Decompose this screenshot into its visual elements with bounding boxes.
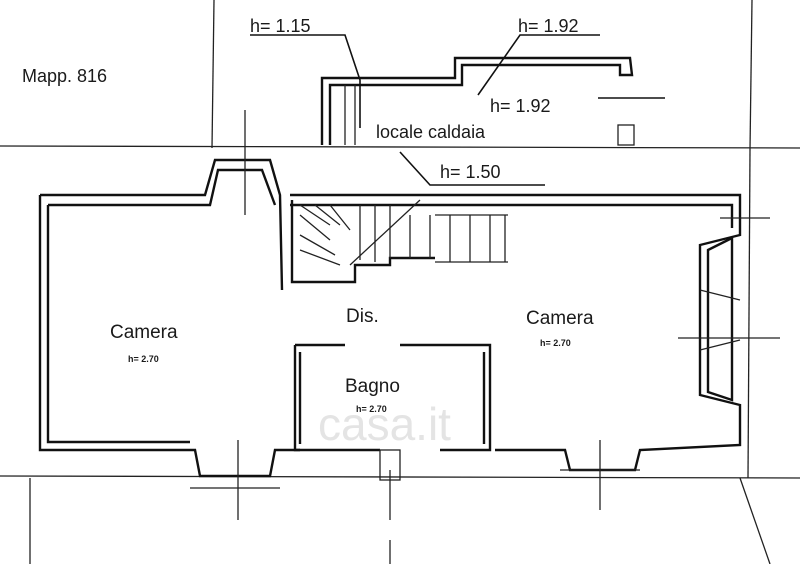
house-walls	[38, 158, 742, 478]
watermark: casa.it	[318, 398, 451, 450]
height-leaders	[250, 34, 600, 186]
height-label-2: h= 1.92	[518, 16, 579, 36]
window-axes	[190, 110, 780, 520]
boiler-room-label: locale caldaia	[376, 122, 486, 142]
height-label-4: h= 1.50	[440, 162, 501, 182]
room-label-dis: Dis.	[346, 306, 379, 327]
room-height-bagno: h= 2.70	[356, 404, 387, 414]
staircase	[290, 199, 508, 284]
height-label-3: h= 1.92	[490, 96, 551, 116]
room-label-camera-left: Camera	[110, 322, 178, 343]
room-height-camera-right: h= 2.70	[540, 338, 571, 348]
height-label-1: h= 1.15	[250, 16, 311, 36]
room-label-bagno: Bagno	[345, 376, 400, 397]
room-label-camera-right: Camera	[526, 308, 594, 329]
boiler-room-outline	[320, 56, 665, 146]
room-height-camera-left: h= 2.70	[128, 354, 159, 364]
bathroom-walls	[293, 343, 492, 481]
mapp-label: Mapp. 816	[22, 66, 107, 86]
